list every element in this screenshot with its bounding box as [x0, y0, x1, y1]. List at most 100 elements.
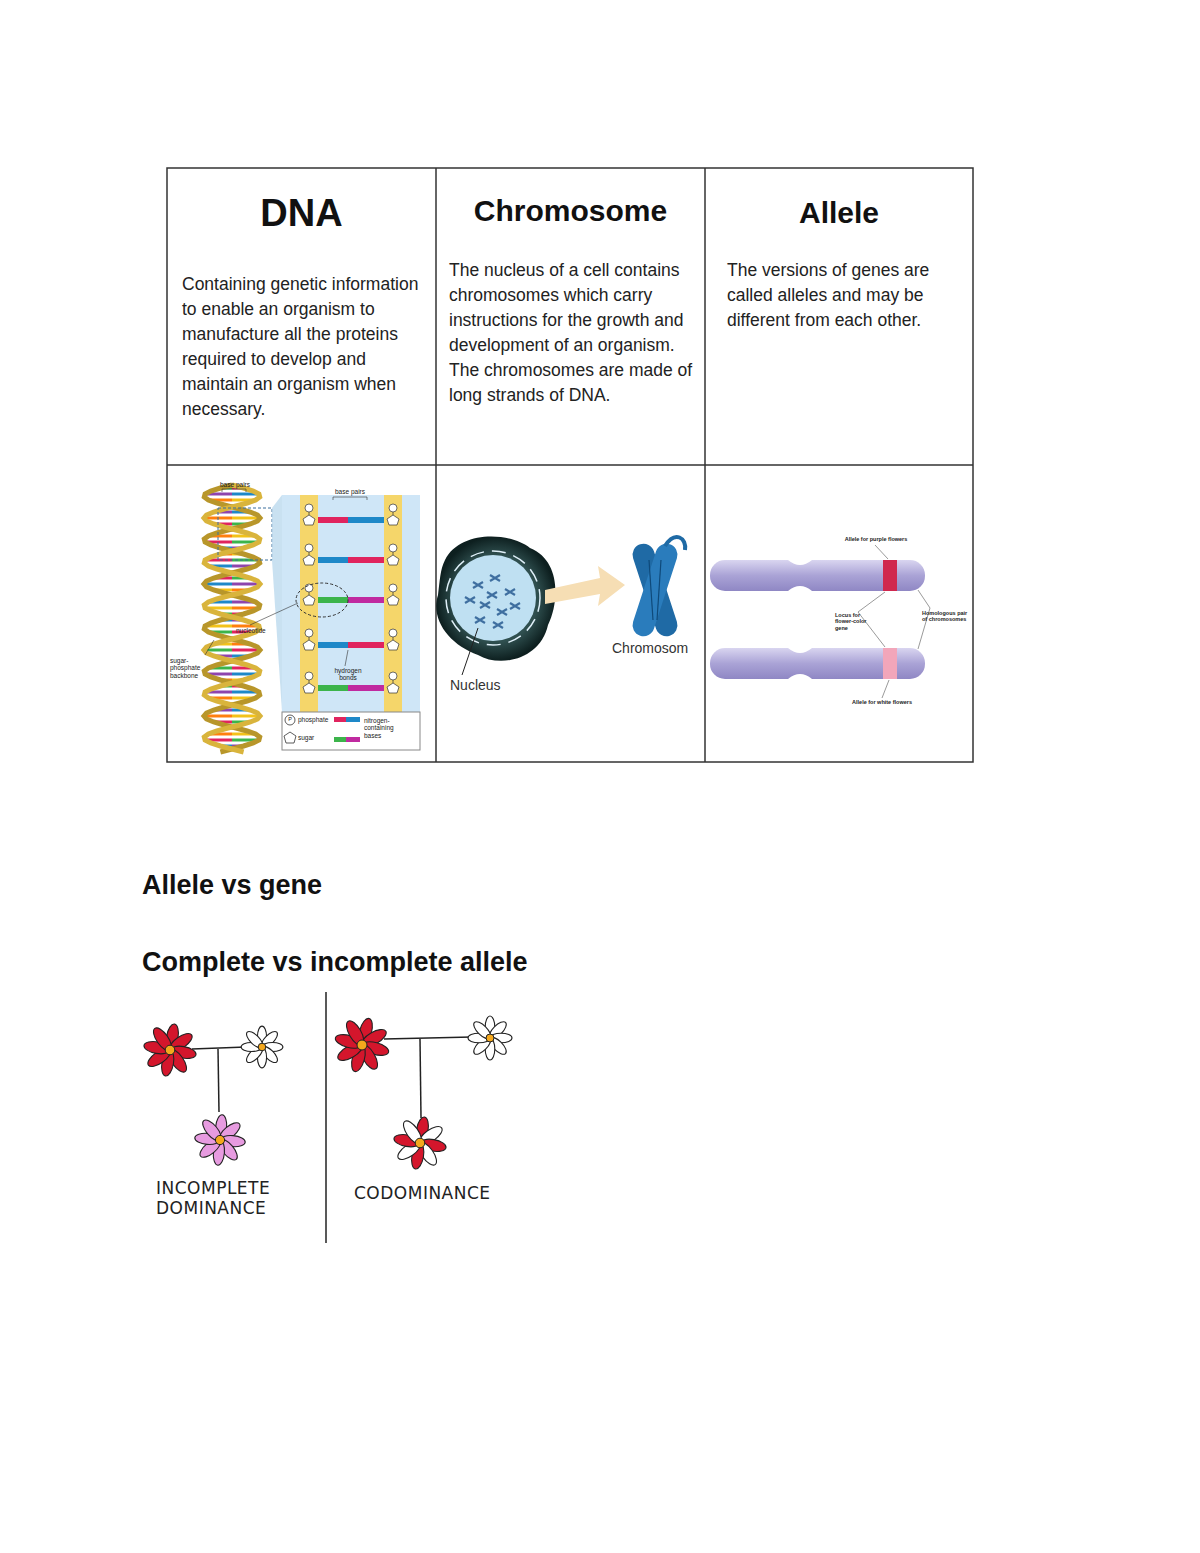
table-cell: ChromosomeThe nucleus of a cell contains… — [436, 168, 705, 465]
figure-label: Allele for white flowers — [842, 699, 922, 705]
flower-center — [165, 1045, 175, 1055]
drawing-stroke — [393, 552, 394, 555]
drawing-stroke — [389, 672, 397, 680]
drawing-stroke — [309, 552, 310, 555]
flower-center — [415, 1138, 425, 1148]
flower — [468, 1016, 512, 1060]
sketch-caption: CODOMINANCE — [354, 1183, 514, 1203]
dna-helix — [204, 485, 260, 752]
figure-label: nitrogen-containing bases — [364, 717, 408, 739]
cell-heading: Allele — [705, 196, 973, 230]
drawing-stroke — [305, 629, 313, 637]
drawing-stroke — [348, 642, 384, 648]
flower-center — [215, 1135, 224, 1144]
flower-drawings — [143, 1016, 512, 1170]
figure-label: sugar — [298, 734, 328, 741]
flower — [194, 1114, 245, 1165]
table-cell: AlleleThe versions of genes are called a… — [705, 168, 973, 465]
drawing-stroke — [493, 622, 503, 628]
drawing-stroke — [318, 642, 348, 648]
drawing-stroke — [389, 544, 397, 552]
drawing-stroke — [505, 589, 515, 595]
figure-label: Chromosom — [612, 640, 702, 656]
drawing-stroke — [303, 595, 315, 605]
figure-label: phosphate — [298, 716, 332, 723]
drawing-stroke — [387, 683, 399, 693]
drawing-stroke — [318, 557, 348, 563]
drawing-stroke — [303, 683, 315, 693]
figure-label: hydrogen bonds — [330, 667, 366, 682]
drawing-stroke — [473, 582, 483, 588]
drawing-stroke — [348, 597, 384, 603]
table-grid — [167, 168, 973, 762]
flower-center — [486, 1034, 494, 1042]
figure-label: Homologous pair of chromosomes — [922, 610, 970, 623]
drawing-stroke — [348, 517, 384, 523]
drawing-stroke — [348, 685, 384, 691]
drawing-stroke — [393, 512, 394, 515]
drawing-stroke — [309, 680, 310, 683]
drawing-stroke — [393, 680, 394, 683]
chromosome-x — [630, 537, 686, 639]
drawing-stroke — [393, 637, 394, 640]
drawing-stroke — [305, 504, 313, 512]
flower — [241, 1026, 283, 1068]
drawing-stroke — [393, 592, 394, 595]
cell-text: The versions of genes are called alleles… — [727, 258, 967, 333]
drawing-stroke — [490, 575, 500, 581]
drawing-stroke — [387, 555, 399, 565]
drawing-stroke — [309, 637, 310, 640]
cell-heading: DNA — [167, 192, 436, 235]
drawing-stroke — [510, 603, 520, 609]
figure-label: Locus for flower-color gene — [835, 612, 875, 631]
drawing-stroke — [309, 592, 310, 595]
drawing-stroke — [305, 544, 313, 552]
drawing-stroke — [303, 555, 315, 565]
drawing-stroke — [305, 672, 313, 680]
flower-center — [357, 1040, 367, 1050]
table-cell: DNA Containing genetic information to ena… — [167, 168, 436, 465]
drawing-stroke — [387, 595, 399, 605]
drawing-stroke — [309, 512, 310, 515]
drawing-stroke — [389, 584, 397, 592]
drawing-stroke — [303, 640, 315, 650]
drawing-stroke — [318, 517, 348, 523]
figure-label: sugar-phosphate backbone — [170, 657, 218, 679]
figure-label: Nucleus — [450, 677, 520, 693]
drawing-stroke — [475, 617, 485, 623]
drawing-stroke — [387, 515, 399, 525]
drawing-stroke — [204, 485, 260, 752]
drawing-stroke — [305, 584, 313, 592]
drawing-stroke — [318, 685, 348, 691]
section-heading: Allele vs gene — [142, 870, 642, 901]
flower — [334, 1017, 390, 1073]
figure-label: base pairs — [218, 481, 252, 488]
drawing-stroke — [480, 602, 490, 608]
petal — [471, 1019, 493, 1041]
dna-panel — [205, 489, 420, 750]
drawing-stroke — [465, 597, 475, 603]
section-heading: Complete vs incomplete allele — [142, 947, 742, 978]
petal — [244, 1029, 265, 1050]
drawing-stroke — [204, 485, 260, 752]
drawing-stroke — [348, 557, 384, 563]
flower-center — [258, 1043, 266, 1051]
drawing-stroke — [387, 640, 399, 650]
drawing-stroke — [497, 609, 507, 615]
drawing-stroke — [318, 597, 348, 603]
flower — [393, 1116, 447, 1170]
drawing-stroke — [389, 629, 397, 637]
flower — [143, 1023, 197, 1077]
homologous-chromosomes — [710, 545, 930, 698]
cell-text: Containing genetic information to enable… — [182, 272, 427, 422]
figure-label: Allele for purple flowers — [836, 536, 916, 542]
figure-label: nucleotide — [236, 627, 276, 634]
figure-label: P — [287, 716, 293, 722]
cell-heading: Chromosome — [436, 194, 705, 228]
drawing-stroke — [303, 515, 315, 525]
drawing-stroke — [389, 504, 397, 512]
drawing-stroke — [487, 592, 497, 598]
cell-text: The nucleus of a cell contains chromosom… — [449, 258, 701, 408]
